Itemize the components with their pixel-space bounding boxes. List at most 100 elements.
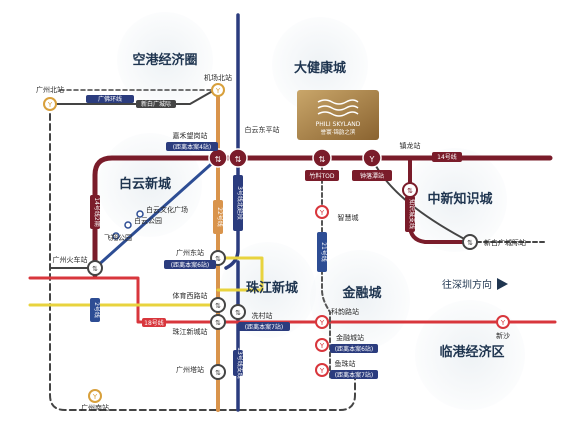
wave-icon <box>317 99 359 105</box>
logo-sub: 誉寰·锦韵之滨 <box>321 128 356 136</box>
interchange-zhugang-marker: ⇅ <box>312 148 332 168</box>
svg-text:⇅: ⇅ <box>215 155 222 164</box>
label-jiahe: 嘉禾望岗站 <box>173 131 208 140</box>
interchange-gz-tower-marker: ⇅ <box>210 364 226 380</box>
line2-tag: 2号线 <box>93 302 101 318</box>
tag-xiancun: (距离本案7站) <box>245 323 284 331</box>
interchange-xiancun-marker: ⇅ <box>230 304 246 320</box>
interchange-zhujiang-marker: ⇅ <box>210 314 226 330</box>
tag-zhugang-bg <box>305 170 339 181</box>
label-zhujiang-xc: 珠江新城站 <box>173 327 208 336</box>
bubble-dajiankang <box>272 17 368 113</box>
svg-text:⇅: ⇅ <box>215 302 221 310</box>
tag-zhugang: 竹料TOD <box>309 172 334 180</box>
line-kmd-tag-bg <box>405 196 415 232</box>
label-gz-east: 广州东站 <box>176 248 204 257</box>
line3-tag-bg <box>233 175 243 231</box>
station-zhihui-marker: Y <box>315 205 329 219</box>
svg-text:⇅: ⇅ <box>467 239 473 247</box>
district-names: 空港经济圈 大健康城 白云新城 中新知识城 珠江新城 金融城 临港经济区 <box>119 52 505 360</box>
svg-text:Y: Y <box>369 155 375 164</box>
label-tiyu: 体育西路站 <box>173 291 208 300</box>
district-lingang: 临港经济区 <box>439 344 504 360</box>
district-zhujiang: 珠江新城 <box>246 280 298 296</box>
tag-yuzhu-bg <box>330 370 378 379</box>
station-markers: Y Y ⇅ ⇅ ⇅ Y ⇅ ⇅ <box>43 83 510 403</box>
label-kemulang: 科韵路站 <box>331 307 359 316</box>
line-xb-tag-bg <box>136 100 176 108</box>
line2-tag-bg <box>90 298 100 322</box>
svg-text:Y: Y <box>319 319 325 327</box>
station-labels: 广州北站 机场北站 嘉禾望岗站 白云东平站 智慧城 镇龙站 新白广城际站 广州火… <box>36 73 526 412</box>
line-labels: 14号线 14号线2期 22号线 3号线北延段 21号线 13号线支线 18号线… <box>86 95 462 379</box>
district-dajiankang: 大健康城 <box>294 60 346 76</box>
line14-tag: 14号线 <box>437 153 457 161</box>
station-gz-north-marker: Y <box>43 97 57 111</box>
line-xb-tag: 新白广城际 <box>141 100 171 108</box>
label-airport-north: 机场北站 <box>204 73 232 82</box>
interchange-tiyu-marker: ⇅ <box>210 297 226 313</box>
svg-text:Y: Y <box>215 87 221 95</box>
svg-text:Y: Y <box>500 319 506 327</box>
district-baiyun: 白云新城 <box>119 176 171 192</box>
svg-text:Y: Y <box>319 367 325 375</box>
svg-text:⇅: ⇅ <box>319 155 326 164</box>
tag-gz-east: (距离本案6站) <box>171 261 210 269</box>
line21-tag: 21号线 <box>320 242 328 262</box>
svg-text:⇅: ⇅ <box>215 369 221 377</box>
svg-text:⇅: ⇅ <box>215 319 221 327</box>
line14-2-tag: 14号线2期 <box>93 197 101 226</box>
station-small-1 <box>136 210 144 218</box>
tod-tags: 竹料TOD 钟落潭站 (距离本案7站) (距离本案6站) (距离本案6站) (距… <box>164 142 392 379</box>
district-konggang: 空港经济圈 <box>132 52 197 68</box>
district-zhongxin: 中新知识城 <box>427 191 492 207</box>
line21-tag-bg <box>317 232 327 272</box>
station-yuzhu-marker: Y <box>315 363 329 377</box>
district-bubbles <box>98 12 525 410</box>
line3-tag: 3号线北延段 <box>236 186 244 220</box>
line-zhugang-south <box>321 157 331 381</box>
label-xinbai: 新白广城际站 <box>484 238 526 247</box>
logo-brand: PHILI SKYLAND <box>316 121 361 128</box>
station-airport-north-marker: Y <box>211 83 225 97</box>
tag-jinrong: (距离本案6站) <box>335 345 374 353</box>
direction-label: 往深圳方向 <box>442 278 492 291</box>
svg-text:⇅: ⇅ <box>235 309 241 317</box>
svg-text:⇅: ⇅ <box>407 187 413 195</box>
bubble-konggang <box>117 12 213 108</box>
svg-text:Y: Y <box>47 101 53 109</box>
line-jin-tag-bg <box>86 95 134 103</box>
line-dashed-ring <box>49 103 356 411</box>
line-kmd-tag: 知识城支线 <box>408 199 416 229</box>
label-jinrong: 金融城站 <box>336 333 364 342</box>
tag-zhongluotan: 钟落潭站 <box>360 172 384 180</box>
line-18 <box>28 276 557 324</box>
label-small-3: 飞翔公园 <box>104 233 132 242</box>
label-small-1: 白云文化广场 <box>146 205 188 214</box>
station-jinrong-marker: Y <box>315 338 329 352</box>
station-small-2 <box>124 221 132 229</box>
interchange-jiahe-marker: ⇅ <box>208 148 228 168</box>
tag-xiancun-bg <box>238 322 290 331</box>
label-zhihui: 智慧城 <box>338 213 359 222</box>
tag-jiahe-bg <box>166 142 218 151</box>
logo-box <box>297 90 379 140</box>
line18-tag: 18号线 <box>144 319 164 327</box>
line22-tag: 22号线 <box>216 207 224 227</box>
bubble-zhongxin <box>403 148 507 252</box>
label-gz-south: 广州南站 <box>81 403 109 412</box>
line-14 <box>92 155 553 278</box>
line14-tag-bg <box>432 152 462 162</box>
line-jin-tag: 广佛环线 <box>98 95 122 103</box>
bubble-jinrong <box>310 250 410 350</box>
line-21-diag <box>93 156 220 270</box>
direction-shenzhen: 往深圳方向 <box>442 278 508 291</box>
line-1 <box>28 256 264 307</box>
tag-gz-east-bg <box>164 260 216 269</box>
svg-text:⇅: ⇅ <box>92 265 98 273</box>
line18-tag-bg <box>142 318 166 327</box>
svg-text:⇅: ⇅ <box>215 255 221 263</box>
tag-jinrong-bg <box>330 344 378 353</box>
arrow-right-icon <box>497 278 508 290</box>
